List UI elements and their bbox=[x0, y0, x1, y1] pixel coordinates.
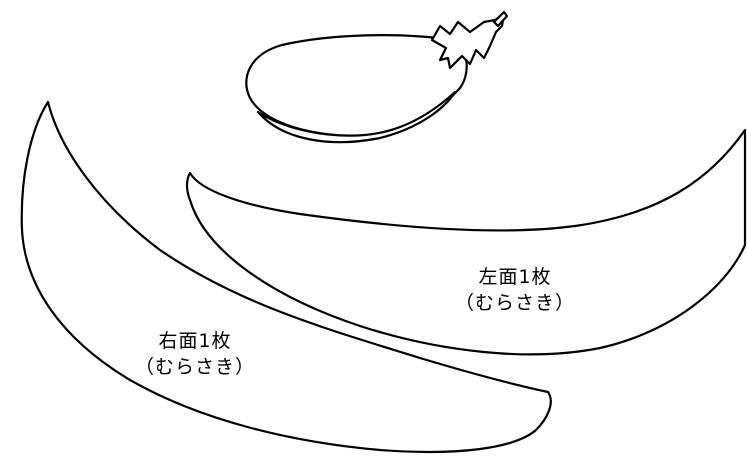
eggplant-stem bbox=[492, 10, 509, 28]
right-piece-title: 右面1枚 bbox=[158, 330, 232, 352]
eggplant-underside bbox=[256, 90, 457, 144]
left-face-piece bbox=[185, 128, 747, 356]
left-piece-label: 左面1枚 （むらさき） bbox=[440, 264, 590, 316]
left-piece-title: 左面1枚 bbox=[478, 266, 552, 288]
eggplant-body bbox=[245, 34, 468, 138]
right-piece-label: 右面1枚 （むらさき） bbox=[120, 328, 270, 380]
right-piece-color-note: （むらさき） bbox=[134, 356, 255, 378]
eggplant-calyx bbox=[430, 12, 506, 70]
right-face-piece bbox=[20, 100, 552, 454]
left-piece-color-note: （むらさき） bbox=[454, 292, 575, 314]
eggplant-icon bbox=[245, 10, 509, 144]
